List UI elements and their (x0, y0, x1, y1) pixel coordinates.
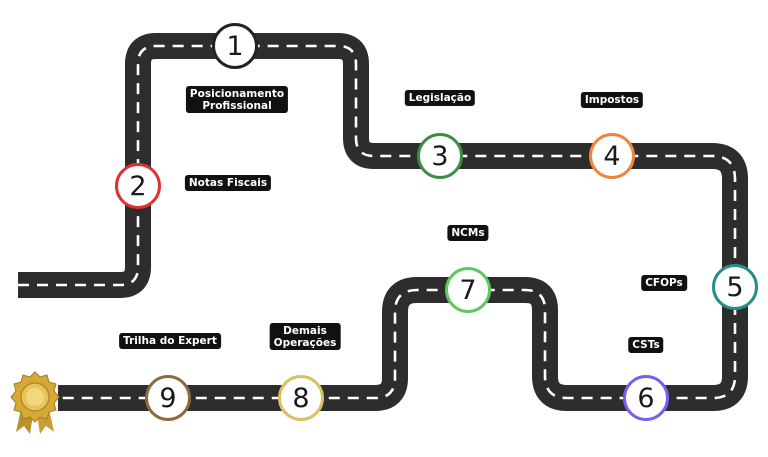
label-notas-fiscais: Notas Fiscais (184, 175, 272, 191)
label-demais-operacoes: Demais Operações (269, 323, 341, 350)
label-posicionamento-profissional: Posicionamento Profissional (185, 86, 289, 113)
milestone-3: 3 (417, 133, 463, 179)
label-line: Posicionamento (189, 88, 285, 100)
milestone-5: 5 (712, 264, 758, 310)
milestone-1: 1 (212, 23, 258, 69)
milestone-8: 8 (278, 375, 324, 421)
milestone-2: 2 (115, 163, 161, 209)
milestone-4: 4 (589, 133, 635, 179)
label-line: Operações (273, 337, 337, 349)
milestone-9: 9 (145, 375, 191, 421)
label-csts: CSTs (628, 337, 664, 353)
label-line: Demais (283, 325, 327, 337)
milestone-6: 6 (623, 375, 669, 421)
label-ncms: NCMs (447, 225, 489, 241)
label-legislacao: Legislação (404, 90, 476, 106)
milestone-7: 7 (445, 267, 491, 313)
gold-medal-icon (10, 371, 60, 434)
label-impostos: Impostos (580, 92, 644, 108)
label-cfops: CFOPs (641, 275, 687, 291)
label-line: Profissional (202, 100, 272, 112)
label-trilha-do-expert: Trilha do Expert (119, 333, 221, 349)
